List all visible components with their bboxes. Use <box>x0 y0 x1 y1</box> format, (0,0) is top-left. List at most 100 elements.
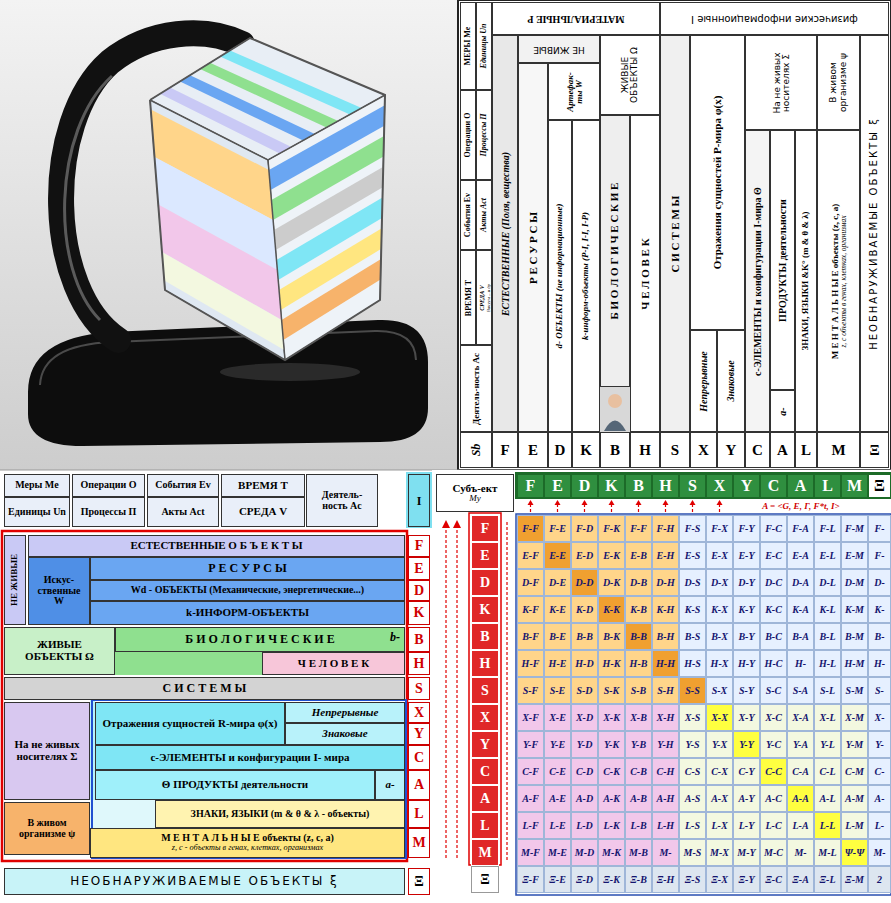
rotated-band: с-ЭЛЕМЕНТЫ и конфигурации I-мира Θ <box>745 130 770 432</box>
matrix-cell: D-X <box>706 569 733 596</box>
band-label: СРЕДА V <box>239 506 287 518</box>
matrix-cell: D-D <box>571 569 598 596</box>
matrix-cell: M-B <box>625 839 652 866</box>
matrix-cell: E-S <box>679 542 706 569</box>
band-label: На не живых носителях Σ <box>8 739 86 762</box>
row-letter: F <box>471 515 499 542</box>
matrix-cell: F-H <box>652 515 679 542</box>
band-label: МАТЕРИАЛЬНЫЕ P <box>527 13 624 24</box>
category-band: ЖИВЫЕ ОБЪЕКТЫ Ω <box>4 627 115 675</box>
band-text-area: k-информ-объекты (P-I, I-I, I-P) <box>573 121 599 431</box>
rotated-band: НЕОБНАРУЖИВАЕМЫЕ ОБЪЕКТЫ ξ <box>860 35 889 432</box>
category-band: Искус-ственные W <box>28 557 90 625</box>
row-letter: X <box>471 704 499 731</box>
matrix-cell: S-Y <box>733 677 760 704</box>
matrix-cell: L-H <box>652 812 679 839</box>
row-letter: S <box>408 677 430 700</box>
decoration-shape <box>2 531 407 861</box>
matrix-cell: D-M <box>841 569 868 596</box>
matrix-cell: A-D <box>571 785 598 812</box>
matrix-cell: L-F <box>517 812 544 839</box>
matrix-cell: D-Y <box>733 569 760 596</box>
matrix-cell: M-X <box>706 839 733 866</box>
header-letter: Y <box>733 474 760 498</box>
row-letter: M <box>408 828 430 858</box>
matrix-cell: E-A <box>787 542 814 569</box>
band-label: НЕ ЖИВЫЕ <box>10 554 19 606</box>
matrix-cell: H-H <box>652 650 679 677</box>
band-label: Непрерывные <box>698 351 709 412</box>
band-sublabel: z, c объекты в генах, клетках, организма… <box>839 215 847 347</box>
row-letter: A <box>408 770 430 800</box>
matrix-cell: Ξ-H <box>652 866 679 893</box>
matrix-cell: S-X <box>706 677 733 704</box>
matrix-cell: H-B <box>625 650 652 677</box>
band-label: События Ev <box>464 193 472 237</box>
matrix-cell: Ξ-A <box>787 866 814 893</box>
column-letter: S <box>660 432 690 468</box>
matrix-cell: D-C <box>760 569 787 596</box>
decoration-shape <box>150 95 385 160</box>
matrix-cell: F-C <box>760 515 787 542</box>
header-letter: E <box>544 474 571 498</box>
band-label: Знаковые <box>322 728 367 740</box>
decoration-shape <box>506 520 507 860</box>
decoration-shape <box>717 500 723 505</box>
matrix-cell: M-E <box>544 839 571 866</box>
matrix-cell: C-E <box>544 758 571 785</box>
band-text-area: На не живых носителях Σ <box>746 36 816 129</box>
matrix-cell: E-C <box>760 542 787 569</box>
category-band: Деятель-ность Ac <box>306 474 378 527</box>
band-text-area: Ч Е Л О В Е К <box>263 653 404 674</box>
matrix-cell: K-M <box>841 596 868 623</box>
category-band: Единицы Un <box>4 497 70 527</box>
band-text-area: ЖИВЫЕ ОБЪЕКТЫ Ω <box>601 36 659 114</box>
rotated-band: Деятель-ность Ac <box>460 345 492 432</box>
band-text-area: с-ЭЛЕМЕНТЫ и конфигурации I-мира Θ <box>746 131 769 431</box>
band-text-area: В живом организме ψ <box>818 36 859 129</box>
matrix-cell: A-M <box>841 785 868 812</box>
decoration-shape <box>458 0 891 470</box>
matrix-cell: H-D <box>571 650 598 677</box>
row-letter: K <box>471 596 499 623</box>
matrix-cell: X-F <box>517 704 544 731</box>
band-label: физические информационные I <box>691 13 858 24</box>
rotated-band: С И С Т Е М Ы <box>660 35 690 432</box>
band-text-area: М Е Н Т А Л Ь Н Ы Е объекты (z, c, a)z, … <box>91 829 404 857</box>
category-band: Отражения сущностей R-мира φ(x) <box>95 702 285 745</box>
header-letter: C <box>760 474 787 498</box>
matrix-cell: A-E <box>544 785 571 812</box>
decoration-shape <box>582 500 588 505</box>
row-letter: S <box>471 677 499 704</box>
matrix-cell: H-Y <box>733 650 760 677</box>
band-text-area: Непрерывные <box>691 331 716 431</box>
band-label: Ч Е Л О В Е К <box>639 238 651 309</box>
band-label: Б И О Л О Г И Ч Е С К И Е <box>185 633 334 646</box>
category-band: ЕСТЕСТВЕННЫЕ О Б Ъ Е К Т Ы <box>28 535 405 557</box>
category-band: Акты Act <box>147 497 219 527</box>
rotated-band: СРЕДА VВакуум ...и др <box>476 250 492 345</box>
matrix-cell: K-L <box>814 596 841 623</box>
category-band: НЕОБНАРУЖИВАЕМЫЕ ОБЪЕКТЫ ξ <box>4 868 405 895</box>
matrix-cell: A-C <box>760 785 787 812</box>
column-letter: E <box>518 432 548 468</box>
matrix-cell: A-A <box>787 785 814 812</box>
matrix-cell: E-E <box>544 542 571 569</box>
matrix-cell: Ψ-Ψ <box>841 839 868 866</box>
matrix-cell: E-B <box>625 542 652 569</box>
band-text-area: ЗНАКИ, ЯЗЫКИ &K° (m & θ & λ) <box>796 131 816 431</box>
matrix-cell: Y-A <box>787 731 814 758</box>
row-letter: Ξ <box>408 868 430 895</box>
matrix-cell: K-X <box>706 596 733 623</box>
band-text-area: Б И О Л О Г И Ч Е С К И Е <box>601 116 629 386</box>
matrix-cell: H-K <box>598 650 625 677</box>
matrix-cell: F-S <box>679 515 706 542</box>
band-label: Отражения сущностей P-мира φ(x) <box>712 96 724 270</box>
rotated-band: Артефак-ты W <box>548 63 600 120</box>
matrix-cell: X-H <box>652 704 679 731</box>
header-letter: H <box>652 474 679 498</box>
band-text-area: Операции O <box>461 91 475 179</box>
matrix-cell: B-A <box>787 623 814 650</box>
matrix-cell: L-D <box>571 812 598 839</box>
matrix-cell: Y-K <box>598 731 625 758</box>
